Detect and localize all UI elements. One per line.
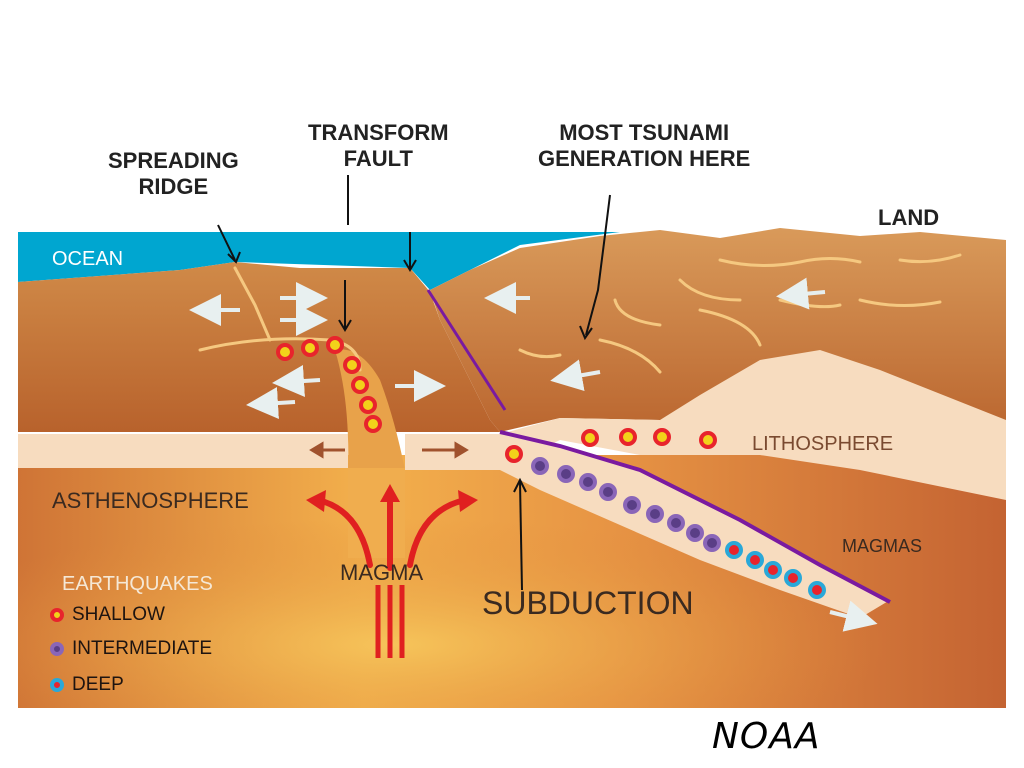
- deep-earthquakes: [725, 541, 826, 599]
- earthquake-marker: [619, 428, 637, 446]
- lithosphere-motion-arrows: [309, 441, 469, 459]
- asthenosphere-label: ASTHENOSPHERE: [52, 488, 249, 513]
- right-lithosphere: [405, 350, 1006, 500]
- earthquake-marker: [343, 356, 361, 374]
- earthquake-marker: [703, 534, 721, 552]
- earthquake-marker: [725, 541, 743, 559]
- earthquake-marker: [653, 428, 671, 446]
- earthquake-marker: [686, 524, 704, 542]
- legend-deep-label: DEEP: [72, 674, 124, 695]
- spreading-ridge-label: SPREADING RIDGE: [108, 148, 239, 200]
- intermediate-earthquakes: [531, 457, 721, 552]
- most-tsunami-label: MOST TSUNAMI GENERATION HERE: [538, 120, 751, 172]
- magma-arrowheads: [306, 484, 478, 512]
- earthquake-marker: [623, 496, 641, 514]
- magmas-label: MAGMAS: [842, 536, 923, 556]
- earthquake-marker: [301, 339, 319, 357]
- magma-arrows: [315, 495, 468, 571]
- lithosphere-label: LITHOSPHERE: [752, 433, 894, 455]
- earthquake-marker: [276, 343, 294, 361]
- earthquake-marker: [699, 431, 717, 449]
- intermediate-dot-icon: [50, 642, 64, 656]
- earthquake-marker: [764, 561, 782, 579]
- earthquake-marker: [326, 336, 344, 354]
- earthquake-marker: [667, 514, 685, 532]
- subduction-label: SUBDUCTION: [482, 585, 694, 621]
- legend-item-shallow: SHALLOW: [50, 604, 165, 626]
- plate-motion-arrows: [189, 277, 878, 632]
- earthquake-marker: [579, 473, 597, 491]
- left-lithosphere: [18, 434, 348, 468]
- legend-intermediate-label: INTERMEDIATE: [72, 638, 213, 659]
- earthquake-marker: [557, 465, 575, 483]
- legend-title: EARTHQUAKES: [62, 573, 213, 595]
- earthquake-marker: [746, 551, 764, 569]
- earthquake-marker: [364, 415, 382, 433]
- fault-line-upper: [426, 289, 507, 411]
- earthquake-marker: [505, 445, 523, 463]
- ocean-label: OCEAN: [52, 248, 124, 270]
- fault-line-lower: [499, 430, 891, 604]
- ocean-water: [18, 232, 620, 290]
- left-oceanic-crust: [18, 262, 500, 432]
- deep-dot-icon: [50, 678, 64, 692]
- earthquake-marker: [359, 396, 377, 414]
- earthquake-marker: [531, 457, 549, 475]
- legend-item-intermediate: INTERMEDIATE: [50, 638, 212, 660]
- shallow-earthquakes: [276, 336, 717, 463]
- earthquake-marker: [581, 429, 599, 447]
- label-pointers: [217, 175, 611, 591]
- magma-label: MAGMA: [340, 560, 424, 585]
- earthquake-marker: [784, 569, 802, 587]
- magma-rising-lines: [375, 585, 405, 658]
- land-label: LAND: [878, 205, 940, 230]
- earthquake-marker: [646, 505, 664, 523]
- legend-item-deep: DEEP: [50, 674, 124, 696]
- earthquake-marker: [351, 376, 369, 394]
- earthquake-marker: [808, 581, 826, 599]
- earthquake-marker: [599, 483, 617, 501]
- legend-shallow-label: SHALLOW: [72, 604, 165, 625]
- mantle-below-ridge: [348, 468, 405, 558]
- credit-label: NOAA: [712, 716, 821, 757]
- transform-fault-label: TRANSFORM FAULT: [308, 120, 449, 172]
- shallow-dot-icon: [50, 608, 64, 622]
